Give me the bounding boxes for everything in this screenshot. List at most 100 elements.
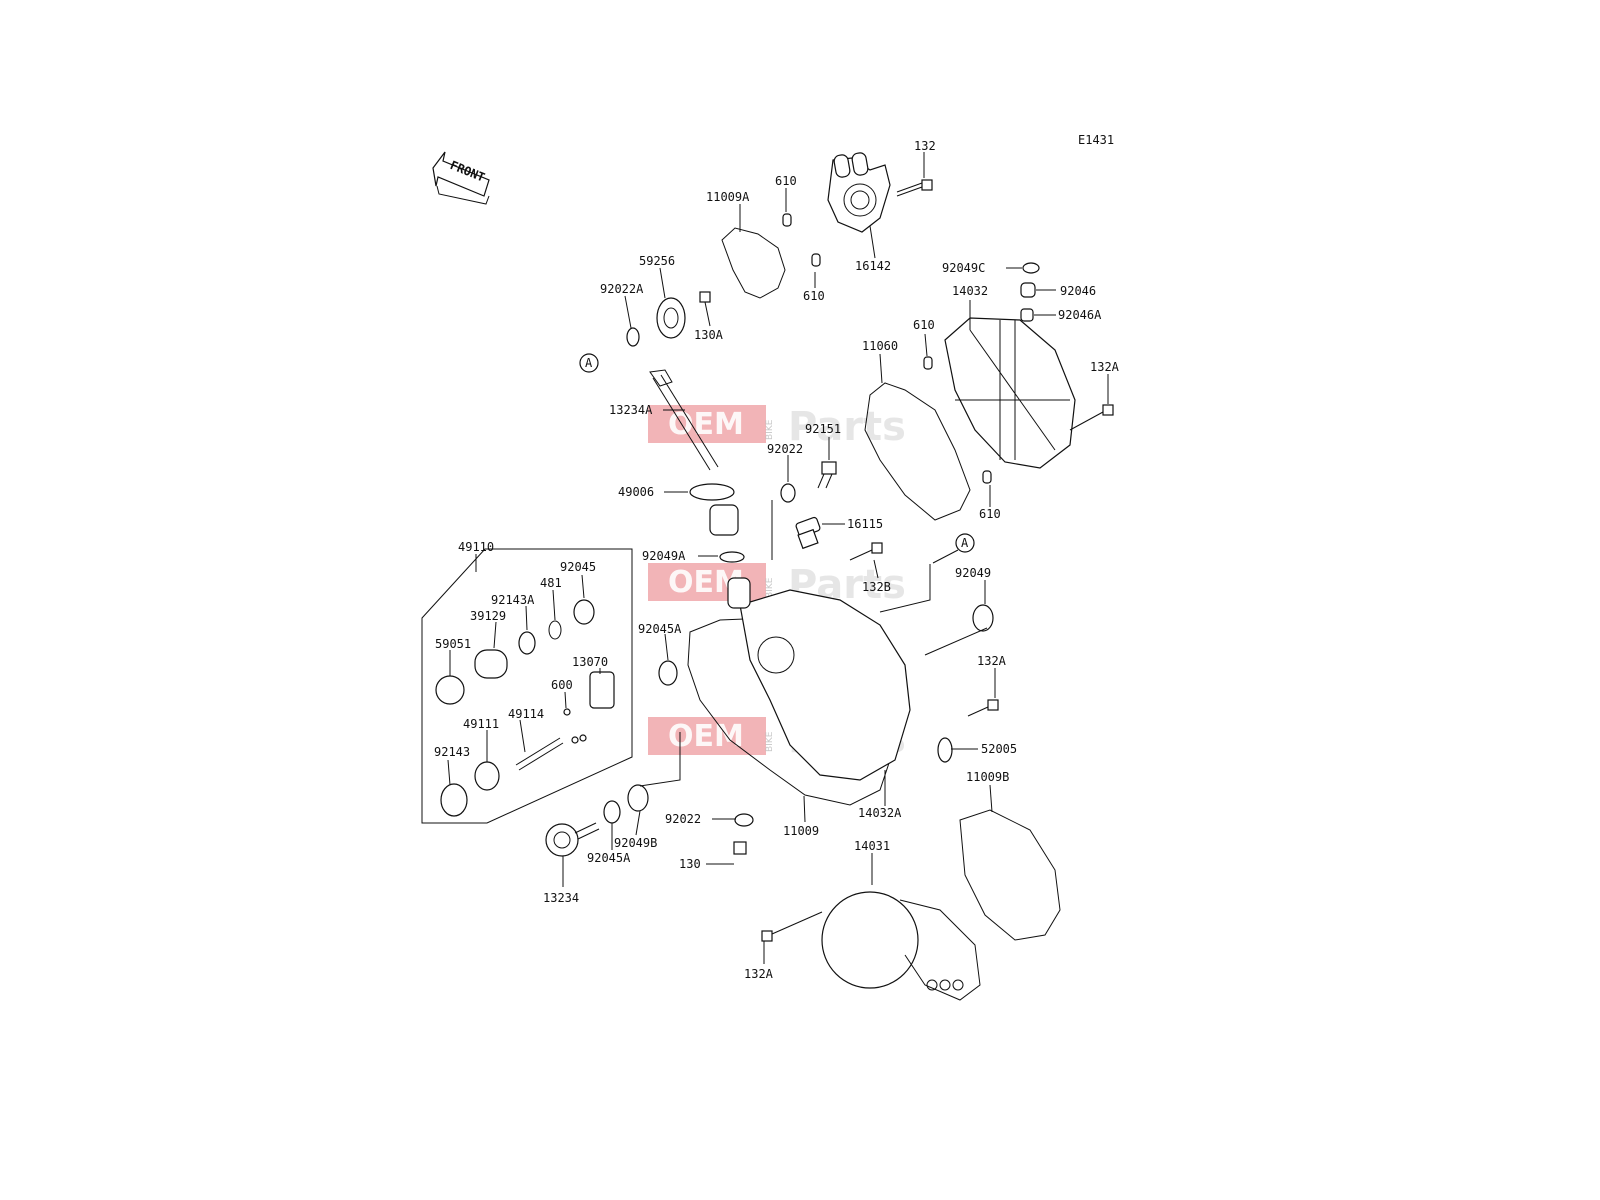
label-600: 600 <box>551 678 573 692</box>
label-14032: 14032 <box>952 284 988 298</box>
clutch-cover-14032-part <box>944 317 1076 469</box>
water-pump-cover-part <box>827 152 891 233</box>
label-92049B: 92049B <box>614 836 657 850</box>
label-92022A: 92022A <box>600 282 644 296</box>
bolt-132A-part <box>967 699 999 717</box>
label-92049A: 92049A <box>642 549 686 563</box>
label-14032A: 14032A <box>858 806 902 820</box>
gasket-11060-part <box>864 382 971 521</box>
label-610: 610 <box>803 289 825 303</box>
label-13070: 13070 <box>572 655 608 669</box>
label-132A: 132A <box>1090 360 1120 374</box>
label-610: 610 <box>913 318 935 332</box>
label-481: 481 <box>540 576 562 590</box>
label-13234A: 13234A <box>609 403 653 417</box>
label-92045: 92045 <box>560 560 596 574</box>
label-92049: 92049 <box>955 566 991 580</box>
reference-marker-a: A <box>955 533 975 553</box>
label-92045A: 92045A <box>638 622 682 636</box>
label-49006: 49006 <box>618 485 654 499</box>
label-92045A: 92045A <box>587 851 631 865</box>
label-132A: 132A <box>977 654 1007 668</box>
washer-92022-part <box>780 483 796 503</box>
svg-text:BIKE: BIKE <box>765 577 775 598</box>
gasket-11009B-part <box>959 809 1061 941</box>
front-arrow-icon: FRONT <box>432 151 490 205</box>
bolt-132-part <box>896 179 933 197</box>
dowel-pin-part <box>923 356 933 370</box>
label-610: 610 <box>775 174 797 188</box>
cap-92046A-part <box>1020 308 1034 322</box>
label-130A: 130A <box>694 328 724 342</box>
label-49111: 49111 <box>463 717 499 731</box>
seal-92045A-part <box>603 800 621 824</box>
label-92046A: 92046A <box>1058 308 1102 322</box>
label-49114: 49114 <box>508 707 544 721</box>
cap-92046-part <box>1020 282 1036 298</box>
svg-text:BIKE: BIKE <box>765 731 775 752</box>
label-11060: 11060 <box>862 339 898 353</box>
gasket-11009A-part <box>721 227 786 299</box>
gear-13234-part <box>545 822 600 857</box>
label-92022: 92022 <box>767 442 803 456</box>
svg-text:OEM: OEM <box>668 407 744 442</box>
reference-marker-a: A <box>579 353 599 373</box>
bolt-132A-part <box>1069 404 1114 431</box>
label-92143: 92143 <box>434 745 470 759</box>
bolt-92151-part <box>817 461 837 489</box>
label-59051: 59051 <box>435 637 471 651</box>
label-39129: 39129 <box>470 609 506 623</box>
dowel-pin-part <box>982 470 992 484</box>
label-610: 610 <box>979 507 1001 521</box>
ignition-cover-14031-part <box>821 891 981 1001</box>
label-59256: 59256 <box>639 254 675 268</box>
diagram-code: E1431 <box>1078 133 1114 147</box>
label-92049C: 92049C <box>942 261 985 275</box>
label-16142: 16142 <box>855 259 891 273</box>
washer-92022-part <box>734 813 754 827</box>
svg-text:A: A <box>585 356 593 370</box>
impeller-part <box>656 297 686 339</box>
svg-text:OEM: OEM <box>668 719 744 754</box>
label-11009B: 11009B <box>966 770 1009 784</box>
lever-49006-part <box>689 483 739 536</box>
label-132B: 132B <box>862 580 891 594</box>
cap-52005-part <box>937 737 953 763</box>
label-132: 132 <box>914 139 936 153</box>
seal-92049B-part <box>627 784 649 812</box>
label-52005: 52005 <box>981 742 1017 756</box>
label-92151: 92151 <box>805 422 841 436</box>
oil-pump-parts <box>435 599 615 817</box>
label-92046: 92046 <box>1060 284 1096 298</box>
oring-92049A-part <box>719 551 745 563</box>
label-13234: 13234 <box>543 891 579 905</box>
label-11009: 11009 <box>783 824 819 838</box>
label-130: 130 <box>679 857 701 871</box>
bolt-132B-part <box>849 542 883 561</box>
label-11009A: 11009A <box>706 190 750 204</box>
leader-lines <box>447 152 1109 964</box>
washer-92022A-part <box>626 327 640 347</box>
label-132A: 132A <box>744 967 774 981</box>
label-14031: 14031 <box>854 839 890 853</box>
water-pump-shaft-part <box>649 369 719 471</box>
label-92022: 92022 <box>665 812 701 826</box>
label-49110: 49110 <box>458 540 494 554</box>
dowel-pin-part <box>811 253 821 267</box>
bolt-130A-part <box>699 291 711 303</box>
part-labels: 132 11009A 610 59256 16142 92049C 92022A… <box>434 139 1120 981</box>
crankcase-cover-14032A-part <box>687 577 911 806</box>
svg-text:BIKE: BIKE <box>765 419 775 440</box>
seal-92045A-part <box>658 660 678 686</box>
bolt-132A-part <box>761 911 823 942</box>
oring-92049C-part <box>1022 262 1040 274</box>
seal-92049-part <box>972 604 994 632</box>
label-16115: 16115 <box>847 517 883 531</box>
svg-text:Parts: Parts <box>788 404 906 450</box>
dowel-pin-part <box>782 213 792 227</box>
plug-16115-part <box>795 516 821 550</box>
oil-pump-kit-box <box>421 548 633 824</box>
svg-text:A: A <box>961 536 969 550</box>
label-92143A: 92143A <box>491 593 535 607</box>
